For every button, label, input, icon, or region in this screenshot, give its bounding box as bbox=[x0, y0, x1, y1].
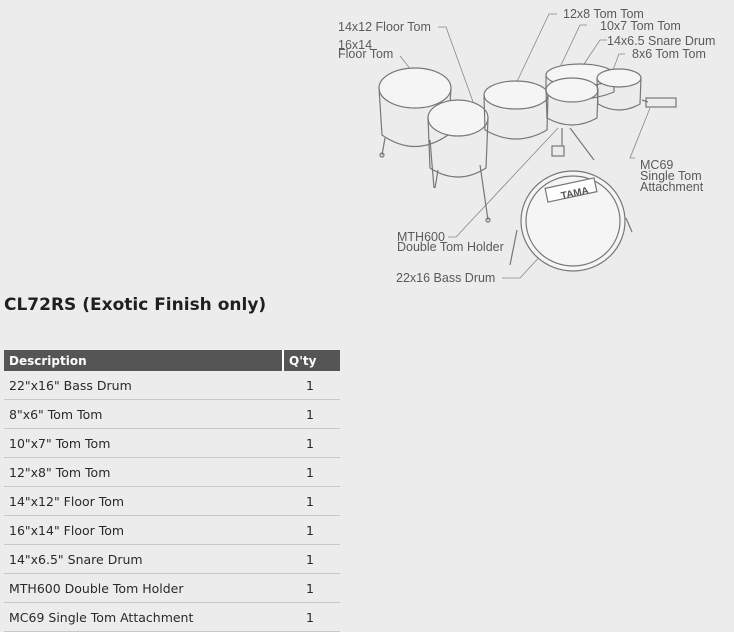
cell-description: MC69 Single Tom Attachment bbox=[4, 602, 283, 632]
label-mth600-line1: MTH600 bbox=[397, 230, 445, 244]
cell-qty: 1 bbox=[283, 371, 340, 400]
floor-tom-16x14 bbox=[378, 67, 452, 189]
floor-tom-14x12 bbox=[427, 99, 491, 223]
cell-description: 14"x6.5" Snare Drum bbox=[4, 544, 283, 574]
cell-description: 10"x7" Tom Tom bbox=[4, 428, 283, 458]
tom-8x6 bbox=[596, 68, 642, 111]
column-header-qty: Q'ty bbox=[282, 350, 340, 371]
label-floor-tom-16x14-line1: 16x14 bbox=[338, 38, 373, 52]
label-mc69-line2: Single Tom bbox=[640, 169, 702, 183]
label-floor-tom-16x14-line2: Floor Tom bbox=[338, 47, 394, 61]
tom-12x8 bbox=[483, 80, 549, 140]
bass-drum bbox=[509, 170, 633, 272]
cell-qty: 1 bbox=[283, 515, 340, 545]
label-snare-drum: 14x6.5 Snare Drum bbox=[607, 34, 716, 48]
page-title: CL72RS (Exotic Finish only) bbox=[4, 295, 267, 315]
cell-qty: 1 bbox=[283, 486, 340, 516]
mc69-attachment bbox=[641, 97, 677, 108]
label-mc69-line3: Attachment bbox=[640, 180, 704, 194]
label-mth600-line2: Double Tom Holder bbox=[397, 240, 504, 254]
cell-qty: 1 bbox=[283, 573, 340, 603]
cell-description: 8"x6" Tom Tom bbox=[4, 399, 283, 429]
cell-description: MTH600 Double Tom Holder bbox=[4, 573, 283, 603]
label-tom-12x8: 12x8 Tom Tom bbox=[563, 7, 644, 21]
cell-qty: 1 bbox=[283, 428, 340, 458]
tom-10x7 bbox=[545, 77, 599, 126]
cell-qty: 1 bbox=[283, 457, 340, 487]
tom-holder bbox=[551, 127, 595, 161]
drum-kit-diagram: TAMA 14x12 Floor Tom 16x14 Floor Tom 12x… bbox=[330, 0, 734, 290]
column-header-description: Description bbox=[4, 350, 283, 371]
cell-description: 14"x12" Floor Tom bbox=[4, 486, 283, 516]
cell-description: 12"x8" Tom Tom bbox=[4, 457, 283, 487]
label-mc69-line1: MC69 bbox=[640, 158, 674, 172]
cell-qty: 1 bbox=[283, 399, 340, 429]
label-tom-8x6: 8x6 Tom Tom bbox=[632, 47, 706, 61]
cell-qty: 1 bbox=[283, 544, 340, 574]
table-header-row: Description Q'ty bbox=[4, 350, 340, 371]
label-bass-drum: 22x16 Bass Drum bbox=[396, 271, 496, 285]
cell-description: 22"x16" Bass Drum bbox=[4, 371, 283, 400]
cell-description: 16"x14" Floor Tom bbox=[4, 515, 283, 545]
label-floor-tom-14x12: 14x12 Floor Tom bbox=[338, 20, 431, 34]
cell-qty: 1 bbox=[283, 602, 340, 632]
drum-kit-illustration: TAMA bbox=[378, 13, 677, 279]
label-tom-10x7: 10x7 Tom Tom bbox=[600, 19, 681, 33]
